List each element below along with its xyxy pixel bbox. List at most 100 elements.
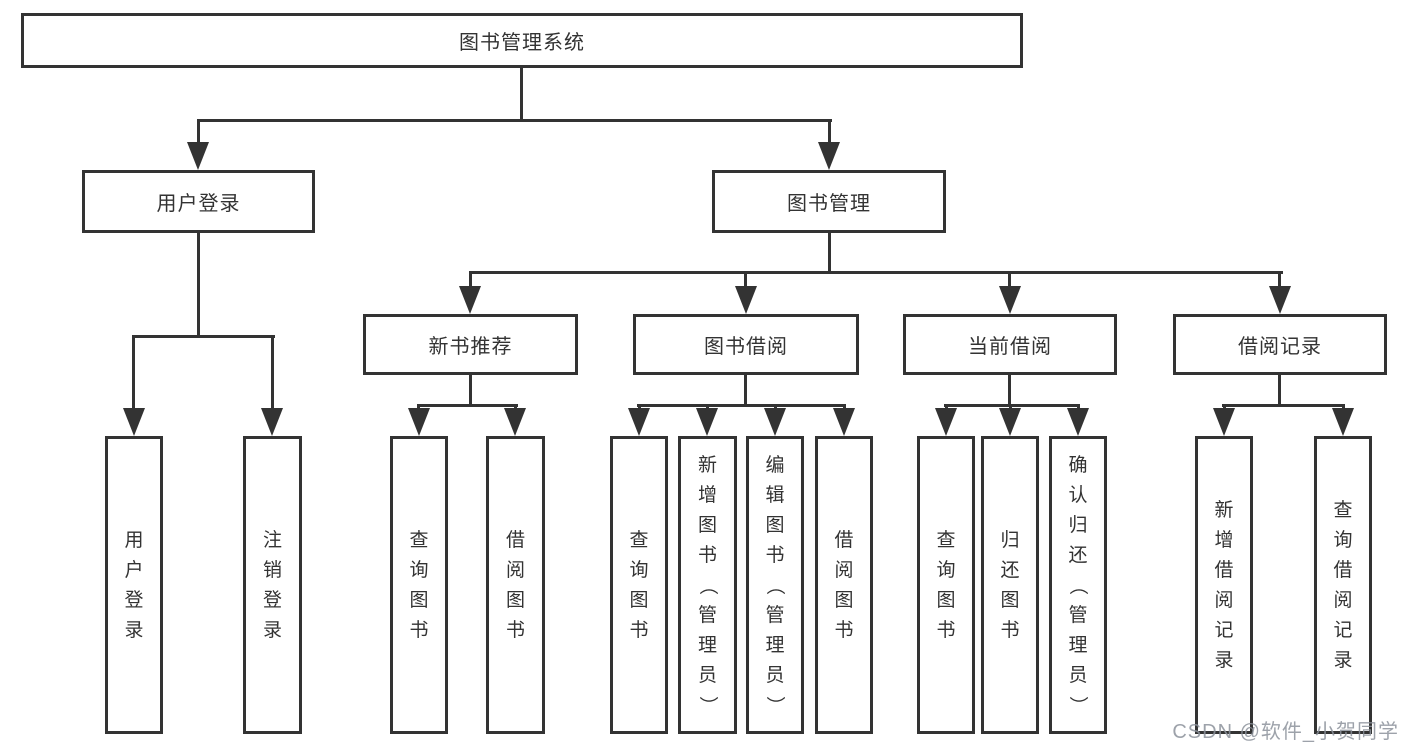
arrow-down-icon	[999, 408, 1021, 436]
connector-line	[828, 119, 831, 151]
node-label-char: 询	[629, 559, 649, 581]
connector-line	[1008, 375, 1011, 406]
node-new-book-recommend: 新书推荐	[363, 314, 578, 375]
node-label-char: 询	[1333, 529, 1353, 551]
node-root: 图书管理系统	[21, 13, 1023, 68]
connector-line	[828, 233, 831, 273]
watermark: CSDN @软件_小贺同学	[1172, 721, 1399, 743]
node-label-char: 理	[765, 634, 785, 656]
node-label-char: 管	[697, 604, 717, 626]
node-label-char: 图	[936, 589, 956, 611]
connector-line	[197, 119, 832, 122]
node-label-char: 登	[262, 589, 282, 611]
node-label-char: 员	[697, 664, 717, 686]
node-label-char: 书	[936, 619, 956, 641]
node-label-char: 借	[505, 529, 525, 551]
connector-line	[944, 404, 1080, 407]
node-label-char: 查	[936, 529, 956, 551]
node-label-char: 书	[505, 619, 525, 641]
arrow-down-icon	[735, 286, 757, 314]
node-leaf-confirm-return-admin: 确认归还（管理员）	[1049, 436, 1107, 734]
arrow-down-icon	[1332, 408, 1354, 436]
node-label-char: 阅	[834, 559, 854, 581]
node-label-char: 户	[124, 559, 144, 581]
node-label: 新书推荐	[428, 336, 513, 358]
arrow-down-icon	[459, 286, 481, 314]
connector-line	[1278, 375, 1281, 406]
node-label-char: 书	[629, 619, 649, 641]
node-label-char: 录	[1333, 649, 1353, 671]
node-label-char: （	[764, 575, 786, 595]
node-label-char: 销	[262, 559, 282, 581]
node-book-management: 图书管理	[712, 170, 946, 233]
node-label-char: 查	[409, 529, 429, 551]
node-current-borrowing: 当前借阅	[903, 314, 1117, 375]
node-label-char: （	[1067, 575, 1089, 595]
node-label-char: 编	[765, 454, 785, 476]
node-label-char: 书	[765, 544, 785, 566]
node-label-char: 辑	[765, 484, 785, 506]
node-book-borrowing: 图书借阅	[633, 314, 859, 375]
arrow-down-icon	[187, 142, 209, 170]
node-label-char: 录	[262, 619, 282, 641]
node-label-char: 录	[1214, 649, 1234, 671]
node-label-char: 管	[1068, 604, 1088, 626]
node-label-char: 新	[697, 454, 717, 476]
node-label-char: 认	[1068, 484, 1088, 506]
node-label-char: 图	[1000, 589, 1020, 611]
node-leaf-user-login: 用户登录	[105, 436, 163, 734]
connector-line	[417, 404, 518, 407]
node-label-char: 还	[1068, 544, 1088, 566]
node-label-char: 录	[124, 619, 144, 641]
node-label-char: 图	[505, 589, 525, 611]
arrow-down-icon	[123, 408, 145, 436]
node-label-char: 图	[629, 589, 649, 611]
connector-line	[1278, 271, 1281, 293]
node-label: 当前借阅	[968, 336, 1052, 358]
connector-line	[744, 375, 747, 406]
node-leaf-query-books-1: 查询图书	[390, 436, 448, 734]
node-label-char: 书	[409, 619, 429, 641]
node-label-char: 图	[697, 514, 717, 536]
connector-line	[197, 233, 200, 337]
node-label-char: 增	[697, 484, 717, 506]
node-label-char: 新	[1214, 499, 1234, 521]
connector-line	[197, 119, 200, 151]
node-label-char: 增	[1214, 529, 1234, 551]
node-label-char: 记	[1333, 619, 1353, 641]
arrow-down-icon	[261, 408, 283, 436]
arrow-down-icon	[628, 408, 650, 436]
node-leaf-query-books-3: 查询图书	[917, 436, 975, 734]
connector-line	[1008, 271, 1011, 293]
node-label-char: 询	[409, 559, 429, 581]
node-label: 借阅记录	[1238, 336, 1322, 358]
arrow-down-icon	[1213, 408, 1235, 436]
node-label-char: 用	[124, 529, 144, 551]
node-label-char: 图	[834, 589, 854, 611]
node-label: 图书管理系统	[459, 32, 585, 54]
node-label-char: 书	[1000, 619, 1020, 641]
node-label-char: 图	[765, 514, 785, 536]
node-label-char: ）	[696, 695, 718, 715]
node-label-char: 还	[1000, 559, 1020, 581]
node-label-char: 归	[1068, 514, 1088, 536]
node-label-char: ）	[1067, 695, 1089, 715]
node-label-char: 阅	[1333, 589, 1353, 611]
connector-line	[469, 375, 472, 406]
arrow-down-icon	[1269, 286, 1291, 314]
node-label-char: 书	[697, 544, 717, 566]
node-label-char: 借	[834, 529, 854, 551]
node-label-char: 阅	[1214, 589, 1234, 611]
node-label-char: 注	[262, 529, 282, 551]
node-label-char: 查	[1333, 499, 1353, 521]
node-leaf-query-borrow-record: 查询借阅记录	[1314, 436, 1372, 734]
node-leaf-borrow-books-2: 借阅图书	[815, 436, 873, 734]
node-label-char: （	[696, 575, 718, 595]
node-leaf-query-books-2: 查询图书	[610, 436, 668, 734]
node-label-char: 确	[1068, 454, 1088, 476]
node-label-char: 员	[1068, 664, 1088, 686]
node-label-char: 归	[1000, 529, 1020, 551]
node-leaf-borrow-books-1: 借阅图书	[486, 436, 545, 734]
connector-line	[132, 335, 135, 413]
